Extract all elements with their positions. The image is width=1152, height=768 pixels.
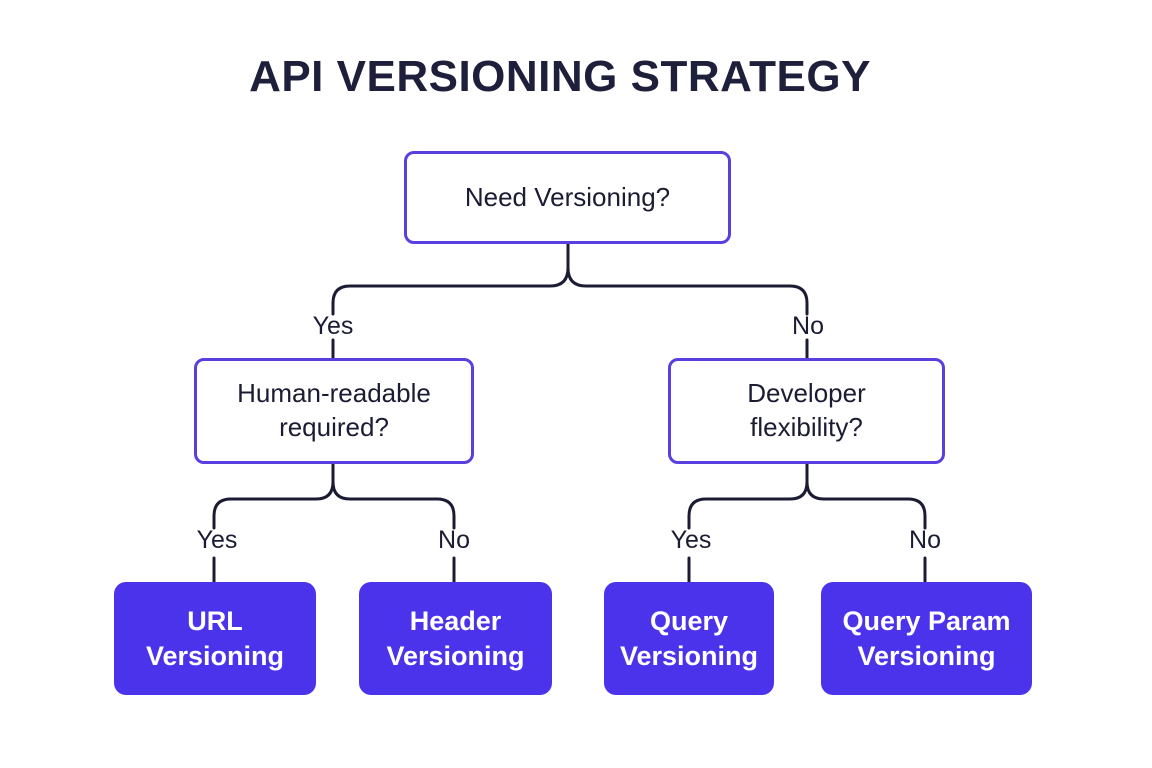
decision-need-versioning: Need Versioning? — [404, 151, 731, 244]
connector-root-right — [566, 266, 809, 316]
edge-label-root-no: No — [792, 312, 824, 340]
connector-human — [212, 462, 335, 530]
leaf-header-versioning: Header Versioning — [359, 582, 552, 695]
connector-dev-right — [805, 480, 927, 530]
leaf-url-versioning-label: URL Versioning — [145, 605, 285, 671]
decision-need-versioning-label: Need Versioning? — [464, 181, 671, 212]
decision-developer-flexibility: Developer flexibility? — [668, 358, 945, 464]
leaf-query-param-versioning-label: Query Param Versioning — [842, 605, 1011, 671]
leaf-query-param-versioning: Query Param Versioning — [821, 582, 1032, 695]
decision-human-readable-label: Human-readable required? — [237, 378, 431, 442]
connector-dev — [687, 462, 809, 530]
edge-label-human-yes: Yes — [196, 526, 238, 554]
connector-root — [331, 242, 570, 316]
leaf-url-versioning: URL Versioning — [114, 582, 316, 695]
edge-label-dev-yes: Yes — [670, 526, 712, 554]
decision-human-readable: Human-readable required? — [194, 358, 474, 464]
leaf-header-versioning-label: Header Versioning — [386, 605, 525, 671]
edge-label-human-no: No — [438, 526, 470, 554]
edge-label-root-yes: Yes — [312, 312, 354, 340]
edge-label-dev-no: No — [909, 526, 941, 554]
leaf-query-versioning: Query Versioning — [604, 582, 774, 695]
leaf-query-versioning-label: Query Versioning — [619, 605, 759, 671]
diagram-title: API VERSIONING STRATEGY — [249, 52, 871, 101]
connector-human-right — [331, 480, 456, 530]
decision-developer-flexibility-label: Developer flexibility? — [747, 378, 866, 442]
